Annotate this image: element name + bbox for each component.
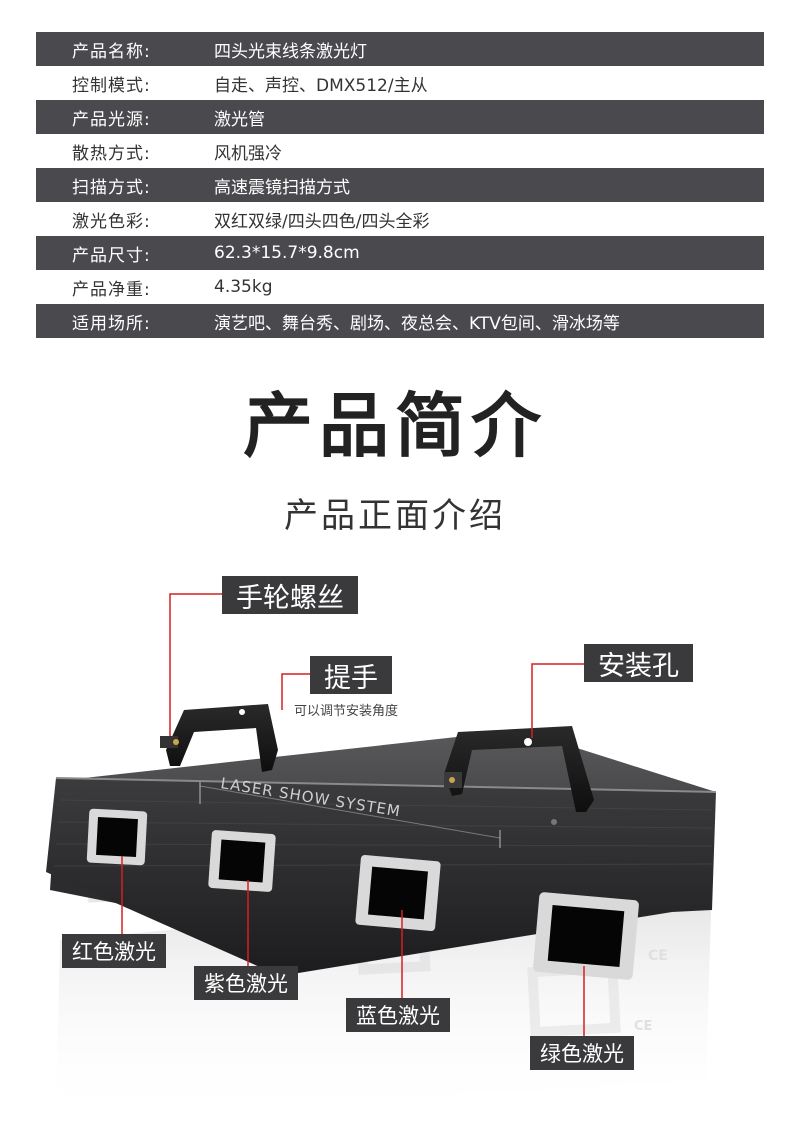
callout-blue-laser: 蓝色激光 (346, 998, 450, 1032)
spec-value: 风机强冷 (214, 143, 282, 164)
spec-value: 高速震镜扫描方式 (214, 177, 350, 198)
callout-hand-screw: 手轮螺丝 (222, 576, 358, 614)
spec-row: 激光色彩: 双红双绿/四头四色/四头全彩 (36, 202, 764, 236)
ce-mark: CE (648, 948, 668, 964)
spec-row: 产品尺寸: 62.3*15.7*9.8cm (36, 236, 764, 270)
spec-label: 产品尺寸: (72, 245, 151, 266)
callout-red-laser: 红色激光 (62, 934, 166, 968)
spec-row: 适用场所: 演艺吧、舞台秀、剧场、夜总会、KTV包间、滑冰场等 (36, 304, 764, 338)
spec-value: 自走、声控、DMX512/主从 (214, 75, 428, 96)
spec-value: 双红双绿/四头四色/四头全彩 (214, 211, 430, 232)
spec-table: 产品名称: 四头光束线条激光灯 控制模式: 自走、声控、DMX512/主从 产品… (36, 32, 764, 338)
spec-label: 产品光源: (72, 109, 151, 130)
product-illustration: LASER SHOW SYSTEM CE CE (0, 560, 790, 1141)
svg-text:CE: CE (634, 1019, 652, 1034)
laser-window-green (533, 892, 639, 980)
spec-row: 产品光源: 激光管 (36, 100, 764, 134)
callout-purple-laser: 紫色激光 (194, 966, 298, 1000)
laser-fixture-drawing: LASER SHOW SYSTEM CE CE (46, 593, 717, 1120)
spec-value: 62.3*15.7*9.8cm (214, 243, 360, 263)
callout-mount-hole: 安装孔 (584, 644, 693, 682)
spec-value: 演艺吧、舞台秀、剧场、夜总会、KTV包间、滑冰场等 (214, 313, 620, 334)
spec-label: 控制模式: (72, 75, 151, 96)
handle-left (160, 704, 278, 772)
section-title: 产品简介 (243, 385, 547, 467)
handle-note: 可以调节安装角度 (294, 704, 399, 719)
spec-row: 控制模式: 自走、声控、DMX512/主从 (36, 66, 764, 100)
spec-label: 扫描方式: (72, 177, 151, 198)
spec-row: 产品净重: 4.35kg (36, 270, 764, 304)
spec-label: 适用场所: (72, 313, 151, 334)
spec-row: 扫描方式: 高速震镜扫描方式 (36, 168, 764, 202)
laser-window-purple (208, 830, 276, 892)
spec-value: 4.35kg (214, 277, 273, 297)
spec-value: 激光管 (214, 109, 265, 130)
spec-label: 散热方式: (72, 143, 151, 164)
laser-window-blue (355, 854, 441, 932)
section-subtitle: 产品正面介绍 (284, 496, 506, 536)
spec-label: 产品净重: (72, 279, 151, 300)
callout-green-laser: 绿色激光 (530, 1036, 634, 1070)
leader-lines (121, 593, 585, 1036)
callout-handle: 提手 (310, 656, 392, 694)
handle-right (444, 726, 594, 825)
spec-row: 散热方式: 风机强冷 (36, 134, 764, 168)
spec-label: 产品名称: (72, 41, 151, 62)
spec-label: 激光色彩: (72, 211, 151, 232)
spec-value: 四头光束线条激光灯 (214, 41, 367, 62)
spec-row: 产品名称: 四头光束线条激光灯 (36, 32, 764, 66)
laser-window-red (86, 808, 148, 866)
